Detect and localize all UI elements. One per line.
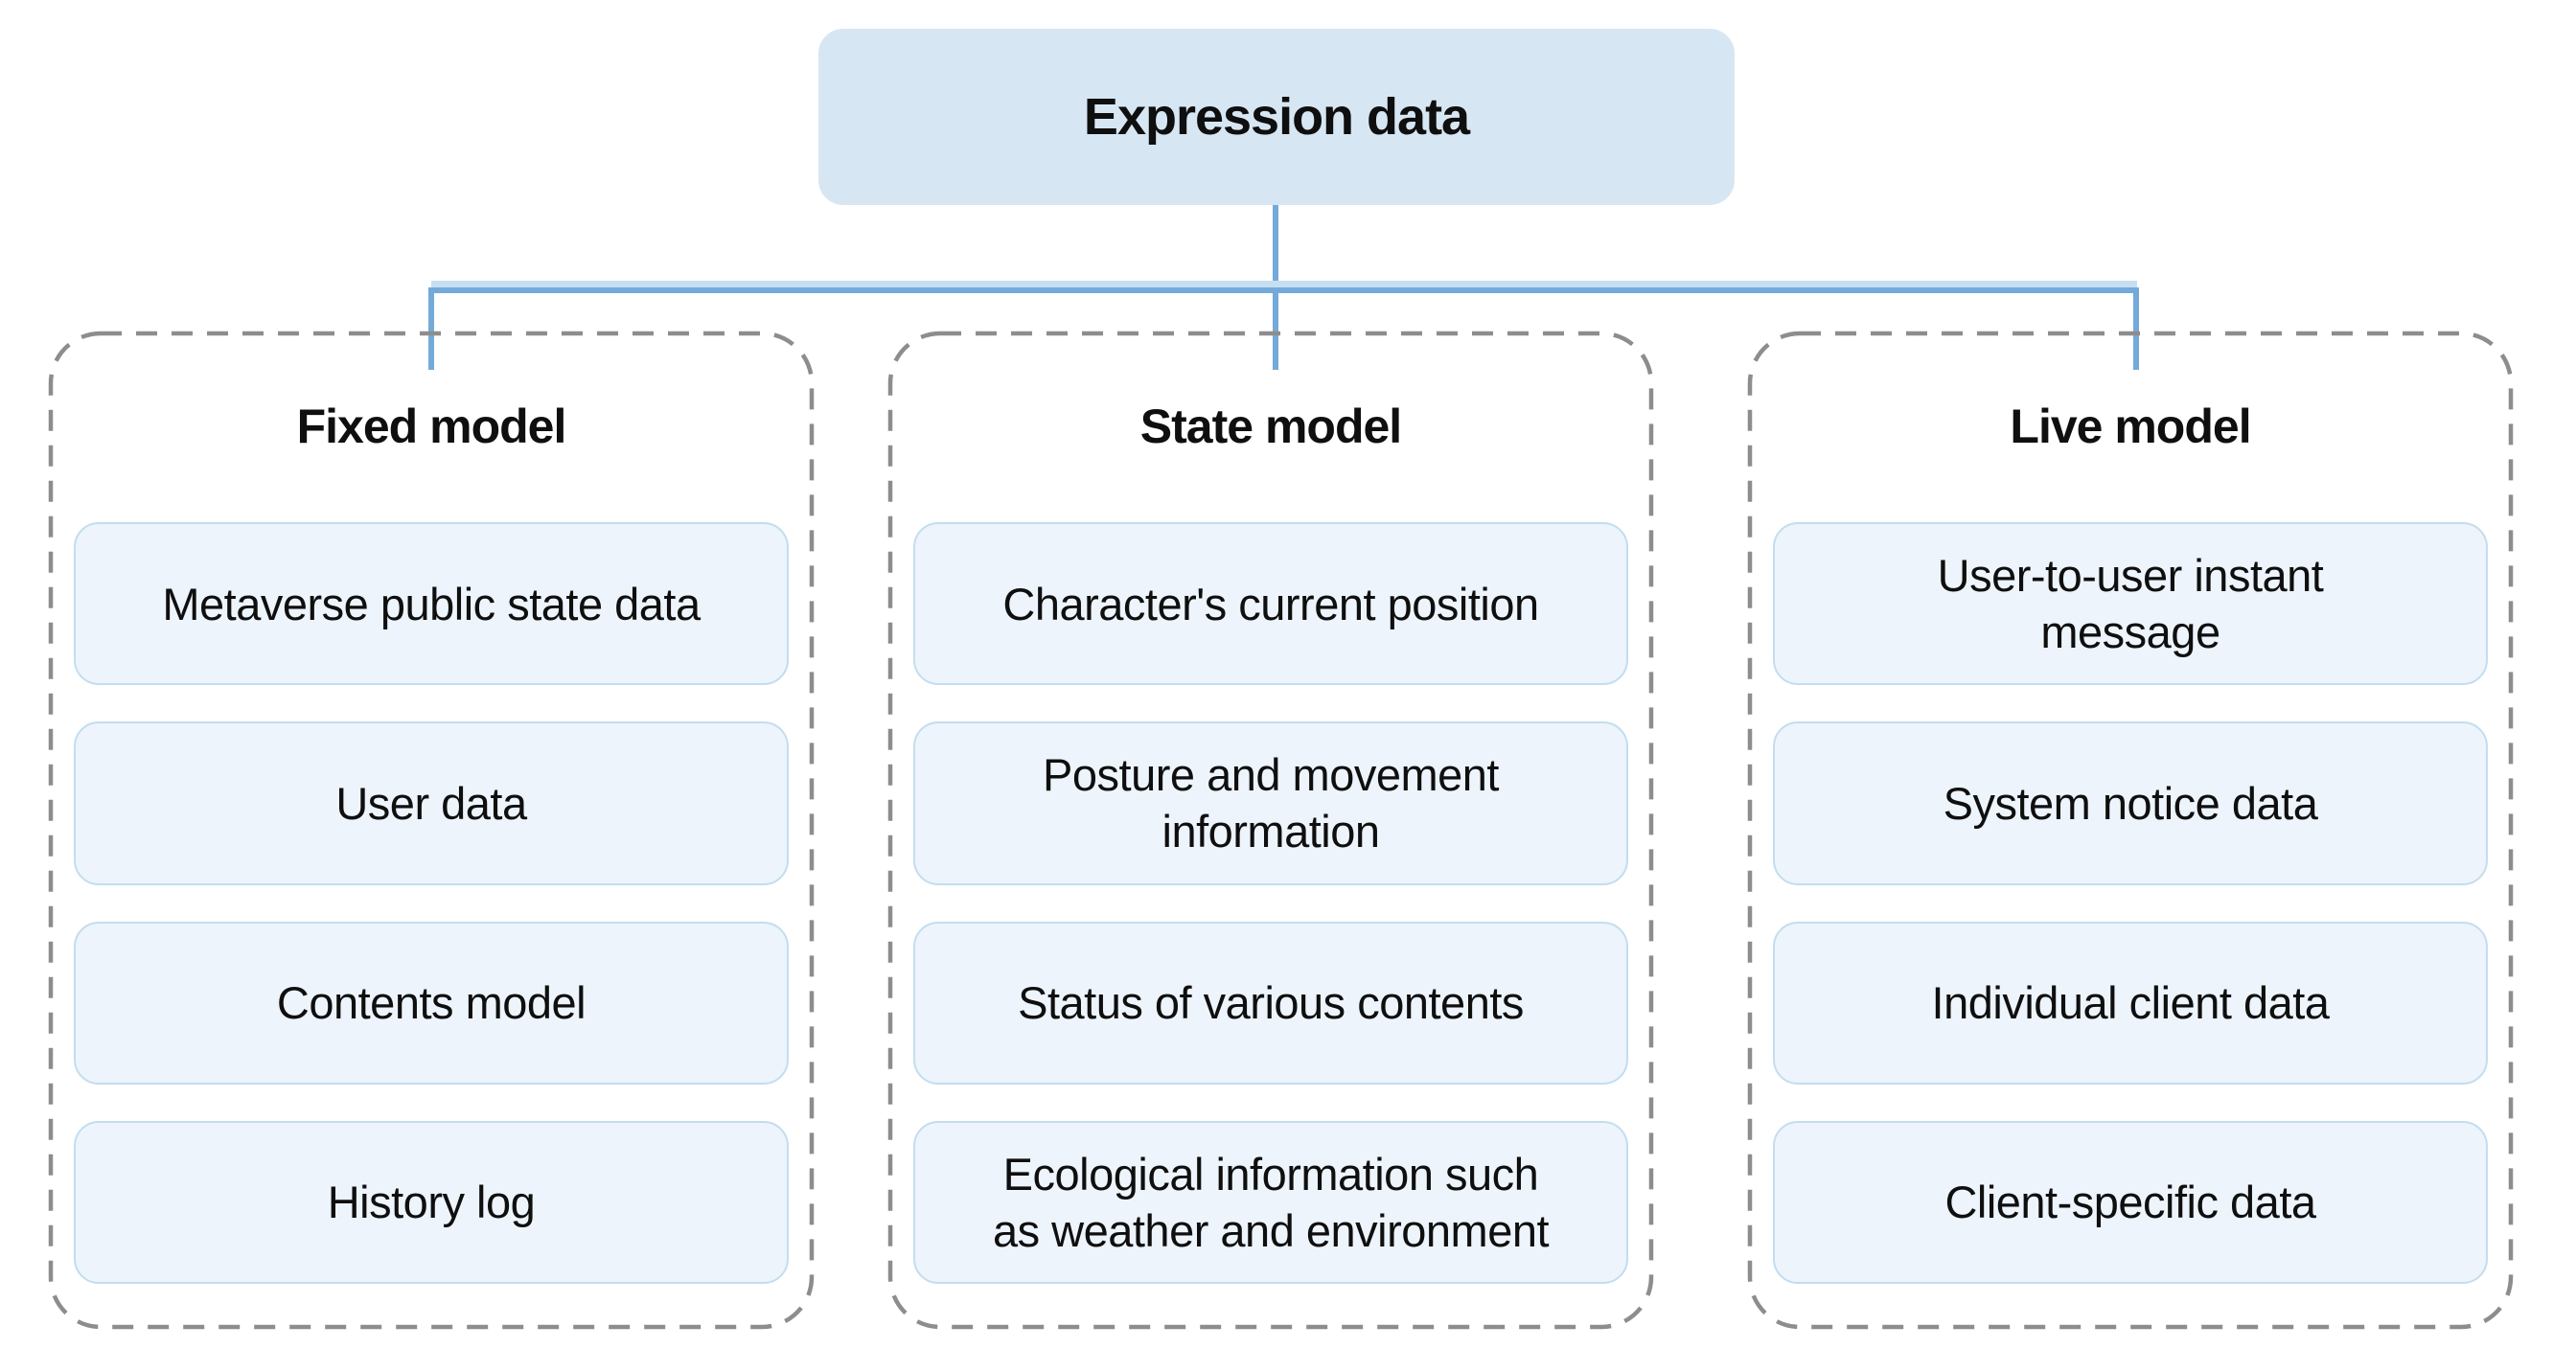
- item-label: History log: [327, 1177, 536, 1228]
- group-title-fixed-model: Fixed model: [296, 400, 567, 453]
- item-node: Individual client data: [1773, 921, 2488, 1085]
- group-live-model: Live model User-to-user instant message …: [1747, 331, 2514, 1330]
- item-node: Ecological information such as weather a…: [913, 1120, 1628, 1284]
- group-fixed-model: Fixed model Metaverse public state data …: [48, 331, 815, 1330]
- item-node: User-to-user instant message: [1773, 522, 2488, 686]
- item-label: User data: [335, 777, 527, 829]
- item-node: Metaverse public state data: [74, 522, 789, 686]
- group-items: User-to-user instant message System noti…: [1747, 522, 2514, 1330]
- item-node: Status of various contents: [913, 921, 1628, 1085]
- item-label: User-to-user instant message: [1937, 549, 2324, 658]
- item-node: Posture and movement information: [913, 721, 1628, 885]
- item-label: Metaverse public state data: [162, 578, 701, 629]
- item-label: Client-specific data: [1944, 1177, 2316, 1228]
- item-node: System notice data: [1773, 721, 2488, 885]
- item-label: System notice data: [1943, 777, 2318, 829]
- item-label: Ecological information such as weather a…: [992, 1148, 1550, 1256]
- item-label: Posture and movement information: [1043, 749, 1499, 857]
- item-label: Individual client data: [1931, 977, 2330, 1029]
- group-title-state-model: State model: [1139, 400, 1402, 453]
- item-label: Status of various contents: [1018, 977, 1524, 1029]
- root-node: Expression data: [818, 29, 1735, 205]
- group-title-live-model: Live model: [2010, 400, 2251, 453]
- item-node: User data: [74, 721, 789, 885]
- item-node: History log: [74, 1120, 789, 1284]
- item-node: Character's current position: [913, 522, 1628, 686]
- item-label: Character's current position: [1002, 578, 1539, 629]
- root-node-label: Expression data: [1083, 88, 1470, 146]
- item-node: Contents model: [74, 921, 789, 1085]
- group-state-model: State model Character's current position…: [887, 331, 1654, 1330]
- group-items: Character's current position Posture and…: [887, 522, 1654, 1330]
- item-label: Contents model: [276, 977, 586, 1029]
- item-node: Client-specific data: [1773, 1120, 2488, 1284]
- group-items: Metaverse public state data User data Co…: [48, 522, 815, 1330]
